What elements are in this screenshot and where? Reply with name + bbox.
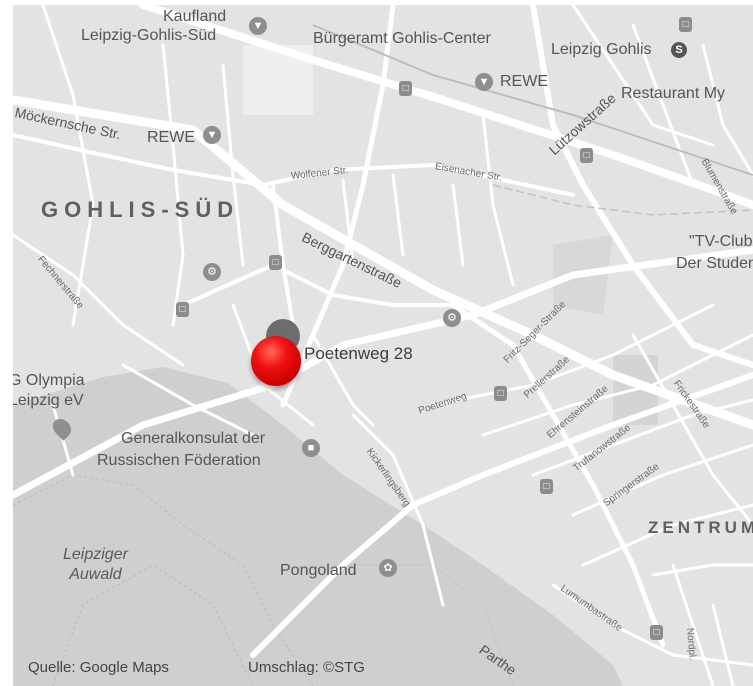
map-view[interactable]: GOHLIS-SÜD ZENTRUM Kaufland ▼ Leipzig-Go… (13, 5, 753, 686)
s-bahn-icon[interactable]: S (671, 42, 687, 58)
park-label-auwald: Leipziger Auwald (63, 545, 128, 585)
shopping-cart-icon[interactable]: ▼ (475, 73, 493, 91)
place-label-tv-club-2[interactable]: Der Studente (676, 255, 753, 272)
map-base (13, 5, 753, 686)
place-label-olympia-2[interactable]: Leipzig eV (13, 392, 84, 409)
embassy-icon[interactable]: ■ (302, 439, 320, 457)
shopping-cart-icon[interactable]: ▼ (203, 126, 221, 144)
fork-knife-icon[interactable]: ⚙ (443, 309, 461, 327)
district-label-zentrum: ZENTRUM (648, 518, 753, 537)
place-label-kaufland[interactable]: Kaufland (163, 8, 227, 25)
place-label-rewe[interactable]: REWE (500, 73, 548, 90)
place-label-rewe[interactable]: REWE (147, 129, 195, 146)
place-label-konsulat[interactable]: Generalkonsulat der (121, 430, 266, 447)
place-label-pongoland[interactable]: Pongoland (280, 562, 357, 579)
shopping-cart-icon[interactable]: ▼ (249, 17, 267, 35)
place-label-konsulat-2[interactable]: Russischen Föderation (97, 452, 261, 469)
credit-source: Quelle: Google Maps (28, 659, 169, 676)
place-label-buergeramt[interactable]: Bürgeramt Gohlis-Center (313, 30, 491, 47)
location-pin-icon[interactable] (251, 336, 301, 386)
credit-cover: Umschlag: ©STG (248, 659, 365, 676)
pin-label[interactable]: Poetenweg 28 (304, 344, 413, 363)
tram-icon[interactable]: □ (494, 386, 507, 401)
place-label-gohlis-sued[interactable]: Leipzig-Gohlis-Süd (81, 27, 217, 44)
tram-icon[interactable]: □ (176, 302, 189, 317)
place-label-restaurant[interactable]: Restaurant My (621, 85, 726, 102)
district-label-gohlis-sued: GOHLIS-SÜD (41, 197, 240, 222)
tram-icon[interactable]: □ (580, 148, 593, 163)
tram-icon[interactable]: □ (650, 625, 663, 640)
place-label-olympia[interactable]: G Olympia (13, 372, 85, 389)
fork-knife-icon[interactable]: ⚙ (203, 263, 221, 281)
tram-icon[interactable]: □ (679, 17, 692, 32)
place-label-tv-club[interactable]: "TV-Club (689, 233, 753, 250)
tram-icon[interactable]: □ (399, 81, 412, 96)
park-label-line-1: Leipziger (63, 546, 128, 563)
tram-icon[interactable]: □ (269, 255, 282, 270)
park-label-line-2: Auwald (69, 566, 122, 583)
paw-icon[interactable]: ✿ (379, 559, 397, 577)
place-label-leipzig-gohlis[interactable]: Leipzig Gohlis (551, 41, 652, 58)
street-label-nordpl: Nordpl. (684, 627, 698, 661)
tram-icon[interactable]: □ (540, 479, 553, 494)
